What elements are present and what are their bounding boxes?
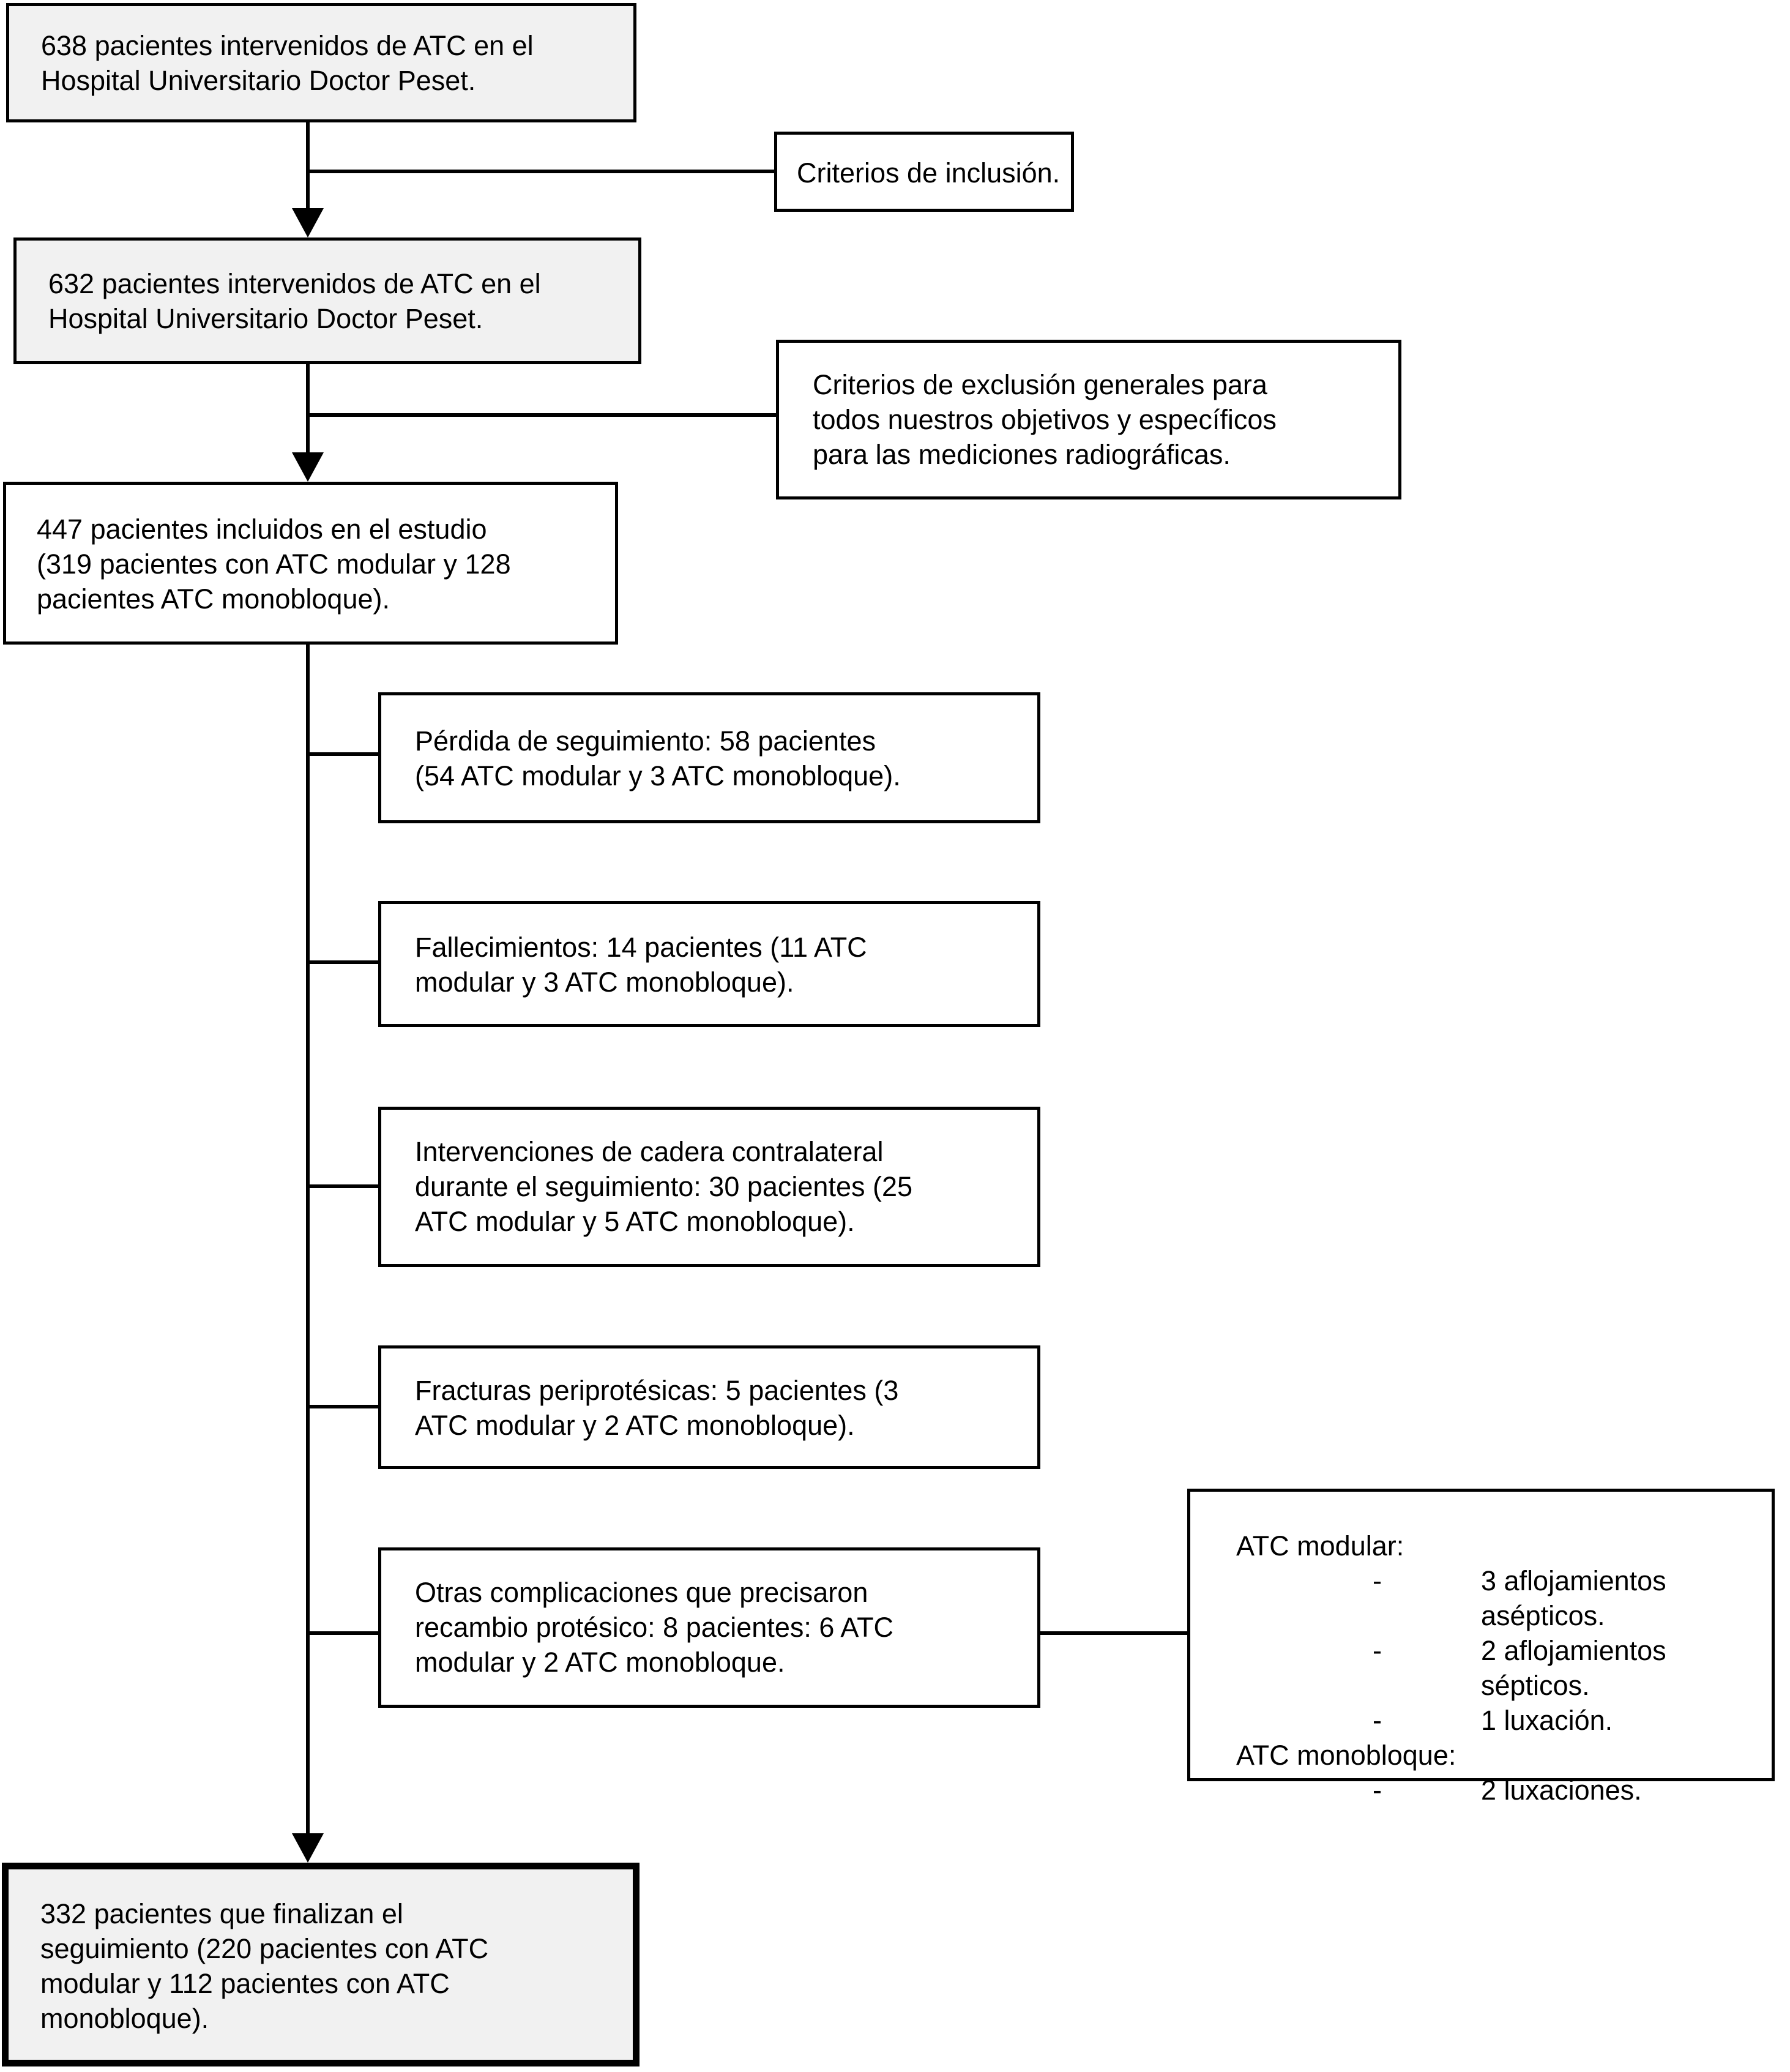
bullet-dash: - xyxy=(1373,1775,1382,1806)
connector-branch-perdida xyxy=(308,752,378,756)
node-criterios-exclusion: Criterios de exclusión generales para to… xyxy=(776,340,1401,499)
connector-638-to-632 xyxy=(306,122,310,211)
connector-branch-fallecimientos xyxy=(308,960,378,964)
detalle-item: - 2 aflojamientos sépticos. xyxy=(1373,1633,1759,1703)
arrow-down-icon xyxy=(292,1833,324,1863)
detalle-item-text: 1 luxación. xyxy=(1481,1705,1613,1736)
connector-632-to-447 xyxy=(306,364,310,456)
node-criterios-inclusion: Criterios de inclusión. xyxy=(774,132,1074,212)
connector-branch-otras xyxy=(308,1631,378,1635)
node-447-pacientes: 447 pacientes incluidos en el estudio (3… xyxy=(3,482,618,645)
connector-branch-inclusion xyxy=(308,170,774,173)
bullet-dash: - xyxy=(1373,1705,1382,1736)
node-fallecimientos: Fallecimientos: 14 pacientes (11 ATC mod… xyxy=(378,901,1040,1027)
node-otras-complicaciones: Otras complicaciones que precisaron reca… xyxy=(378,1547,1040,1708)
detalle-item-text: 3 aflojamientos asépticos. xyxy=(1481,1565,1666,1631)
bullet-dash: - xyxy=(1373,1565,1382,1596)
connector-branch-fracturas xyxy=(308,1405,378,1408)
node-perdida-seguimiento: Pérdida de seguimiento: 58 pacientes (54… xyxy=(378,692,1040,823)
connector-otras-to-detalle xyxy=(1040,1631,1187,1635)
detalle-item-text: 2 aflojamientos sépticos. xyxy=(1481,1635,1666,1701)
connector-branch-exclusion xyxy=(308,413,776,417)
connector-branch-intervenciones xyxy=(308,1184,378,1188)
node-332-pacientes-final: 332 pacientes que finalizan el seguimien… xyxy=(2,1863,640,2066)
node-638-pacientes: 638 pacientes intervenidos de ATC en el … xyxy=(6,3,636,122)
node-fracturas-periprotesicas: Fracturas periprotésicas: 5 pacientes (3… xyxy=(378,1345,1040,1469)
node-complicaciones-detalle: ATC modular: - 3 aflojamientos asépticos… xyxy=(1187,1489,1775,1806)
detalle-item-text: 2 luxaciones. xyxy=(1481,1775,1642,1806)
node-632-pacientes: 632 pacientes intervenidos de ATC en el … xyxy=(13,237,641,364)
arrow-down-icon xyxy=(292,452,324,482)
detalle-item: - 2 luxaciones. xyxy=(1373,1773,1759,1808)
node-intervenciones-contralateral: Intervenciones de cadera contralateral d… xyxy=(378,1107,1040,1267)
detalle-item: - 3 aflojamientos asépticos. xyxy=(1373,1563,1759,1633)
connector-447-to-332 xyxy=(306,645,310,1836)
detalle-item: - 1 luxación. xyxy=(1373,1703,1759,1738)
detalle-header-atc-monobloque: ATC monobloque: xyxy=(1236,1740,1456,1771)
arrow-down-icon xyxy=(292,208,324,237)
bullet-dash: - xyxy=(1373,1635,1382,1666)
detalle-header-atc-modular: ATC modular: xyxy=(1236,1530,1404,1561)
